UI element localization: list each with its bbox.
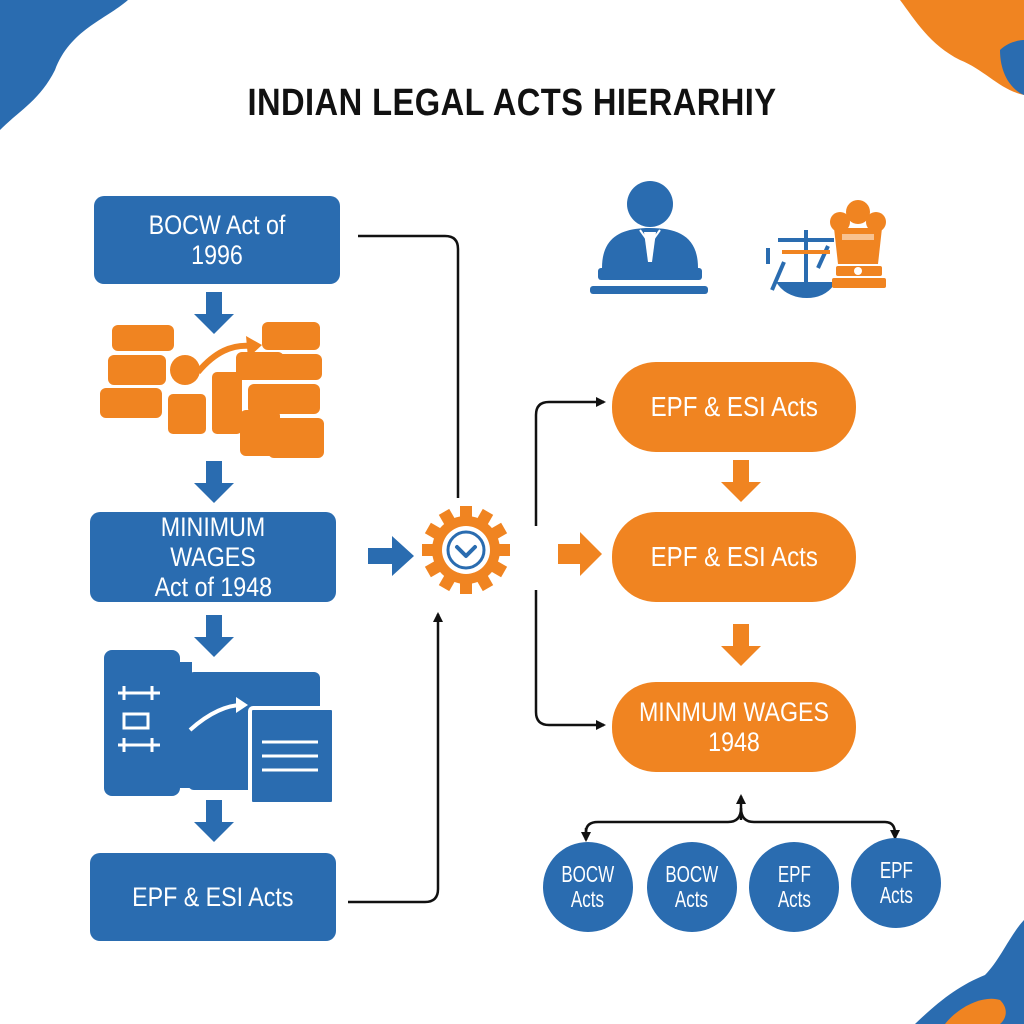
circle-1-line2: Acts [571, 886, 605, 912]
minimum-wages-box: MINIMUM WAGES Act of 1948 [90, 512, 336, 602]
page-title: INDIAN LEGAL ACTS HIERARHIY [247, 82, 777, 124]
bocw-act-box: BOCW Act of 1996 [94, 196, 340, 284]
circle-4-line2: Acts [879, 882, 913, 908]
gear-check-icon [422, 506, 510, 594]
down-arrow-icon [194, 292, 234, 842]
corner-splash-bottom-right [915, 920, 1024, 1024]
epf-esi-pill-2: EPF & ESI Acts [612, 512, 856, 602]
circle-2-line1: BOCW [665, 861, 719, 888]
pill-3-label: MINMUM WAGES 1948 [638, 696, 830, 757]
epf-esi-box: EPF & ESI Acts [90, 853, 336, 941]
minimum-wages-label-line1: MINIMUM WAGES [160, 511, 266, 572]
person-at-desk-icon [590, 181, 708, 294]
corner-splash-top-right [900, 0, 1024, 95]
circle-1-line1: BOCW [561, 861, 615, 888]
epf-esi-pill-1: EPF & ESI Acts [612, 362, 856, 452]
scales-of-justice-icon [766, 230, 836, 298]
minimum-wages-label-line2: Act of 1948 [154, 572, 272, 603]
orange-arrow-icon [558, 460, 761, 666]
circle-4-line1: EPF [879, 857, 913, 884]
right-arrow-icon [368, 536, 414, 576]
minimum-wages-pill: MINMUM WAGES 1948 [612, 682, 856, 772]
national-emblem-icon [830, 200, 886, 288]
circle-3-line2: Acts [777, 886, 811, 912]
circle-3-line1: EPF [777, 861, 811, 888]
bocw-act-label: BOCW Act of 1996 [148, 209, 286, 270]
pill-1-label: EPF & ESI Acts [650, 391, 818, 423]
pill-2-label: EPF & ESI Acts [650, 541, 818, 573]
document-dashboard-icon [104, 650, 336, 806]
circle-2-line2: Acts [675, 886, 709, 912]
epf-esi-label: EPF & ESI Acts [132, 881, 294, 912]
puzzle-blocks-icon [100, 322, 324, 458]
corner-splash-top-left [0, 0, 128, 130]
